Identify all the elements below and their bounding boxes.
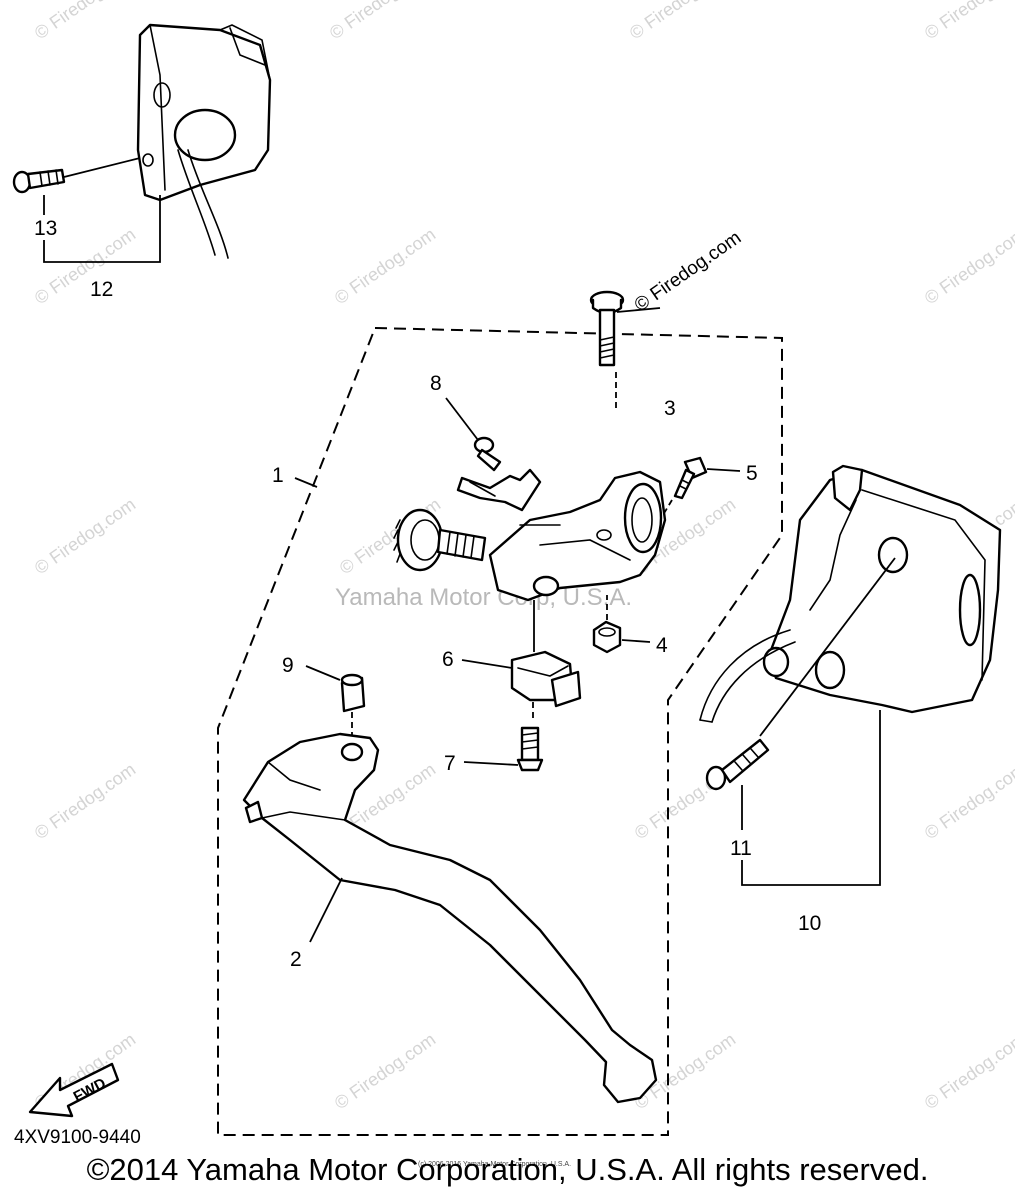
watermark: © Firedog.com xyxy=(31,759,139,843)
bolt-3 xyxy=(589,290,661,408)
lever-2 xyxy=(242,732,658,1104)
callout-7: 7 xyxy=(444,752,456,775)
small-notice: (c) 2006 2016 Yamaha Motor Corporation, … xyxy=(418,1161,571,1168)
callout-5: 5 xyxy=(746,462,758,485)
watermark: © Firedog.com xyxy=(921,0,1015,43)
callout-4: 4 xyxy=(656,634,668,657)
callout-1: 1 xyxy=(272,464,284,487)
copyright-notice: ©2014 Yamaha Motor Corporation, U.S.A. A… xyxy=(86,1152,929,1187)
part-number: 4XV9100-9440 xyxy=(14,1127,141,1148)
bolt-5 xyxy=(659,456,741,521)
callout-11: 11 xyxy=(730,837,752,860)
watermark-dark: © Firedog.com xyxy=(631,227,745,316)
watermark: © Firedog.com xyxy=(31,0,139,43)
assembly-frame xyxy=(217,326,783,1136)
callout-13: 13 xyxy=(34,217,57,240)
callout-2: 2 xyxy=(290,948,302,971)
switch-6 xyxy=(461,600,582,722)
adjuster-knob xyxy=(393,508,487,572)
switch-housing-10 xyxy=(699,464,1002,723)
watermark: © Firedog.com xyxy=(921,224,1015,308)
collar-9 xyxy=(305,665,366,738)
callout-10: 10 xyxy=(798,912,821,935)
screw-7 xyxy=(463,726,544,772)
callout-9: 9 xyxy=(282,654,294,677)
nut-4 xyxy=(592,595,651,654)
callout-8: 8 xyxy=(430,372,442,395)
switch-housing-12 xyxy=(136,23,272,259)
screw-11 xyxy=(705,557,896,791)
watermark: © Firedog.com xyxy=(921,1029,1015,1113)
callout-3: 3 xyxy=(664,397,676,420)
leader-1 xyxy=(294,477,318,488)
watermark: © Firedog.com xyxy=(31,494,139,578)
screw-8 xyxy=(445,397,502,472)
watermark: © Firedog.com xyxy=(331,1029,439,1113)
screw-13 xyxy=(12,157,141,194)
bracket-12 xyxy=(43,195,161,263)
cable-clip xyxy=(456,468,542,512)
lever-holder xyxy=(488,470,667,602)
watermark: © Firedog.com xyxy=(326,0,434,43)
watermark: © Firedog.com xyxy=(331,224,439,308)
bracket-10 xyxy=(741,710,881,886)
callout-12: 12 xyxy=(90,278,113,301)
callout-6: 6 xyxy=(442,648,454,671)
watermark: © Firedog.com xyxy=(626,0,734,43)
watermark: © Firedog.com xyxy=(921,759,1015,843)
center-watermark: Yamaha Motor Corp, U.S.A. xyxy=(335,584,632,611)
